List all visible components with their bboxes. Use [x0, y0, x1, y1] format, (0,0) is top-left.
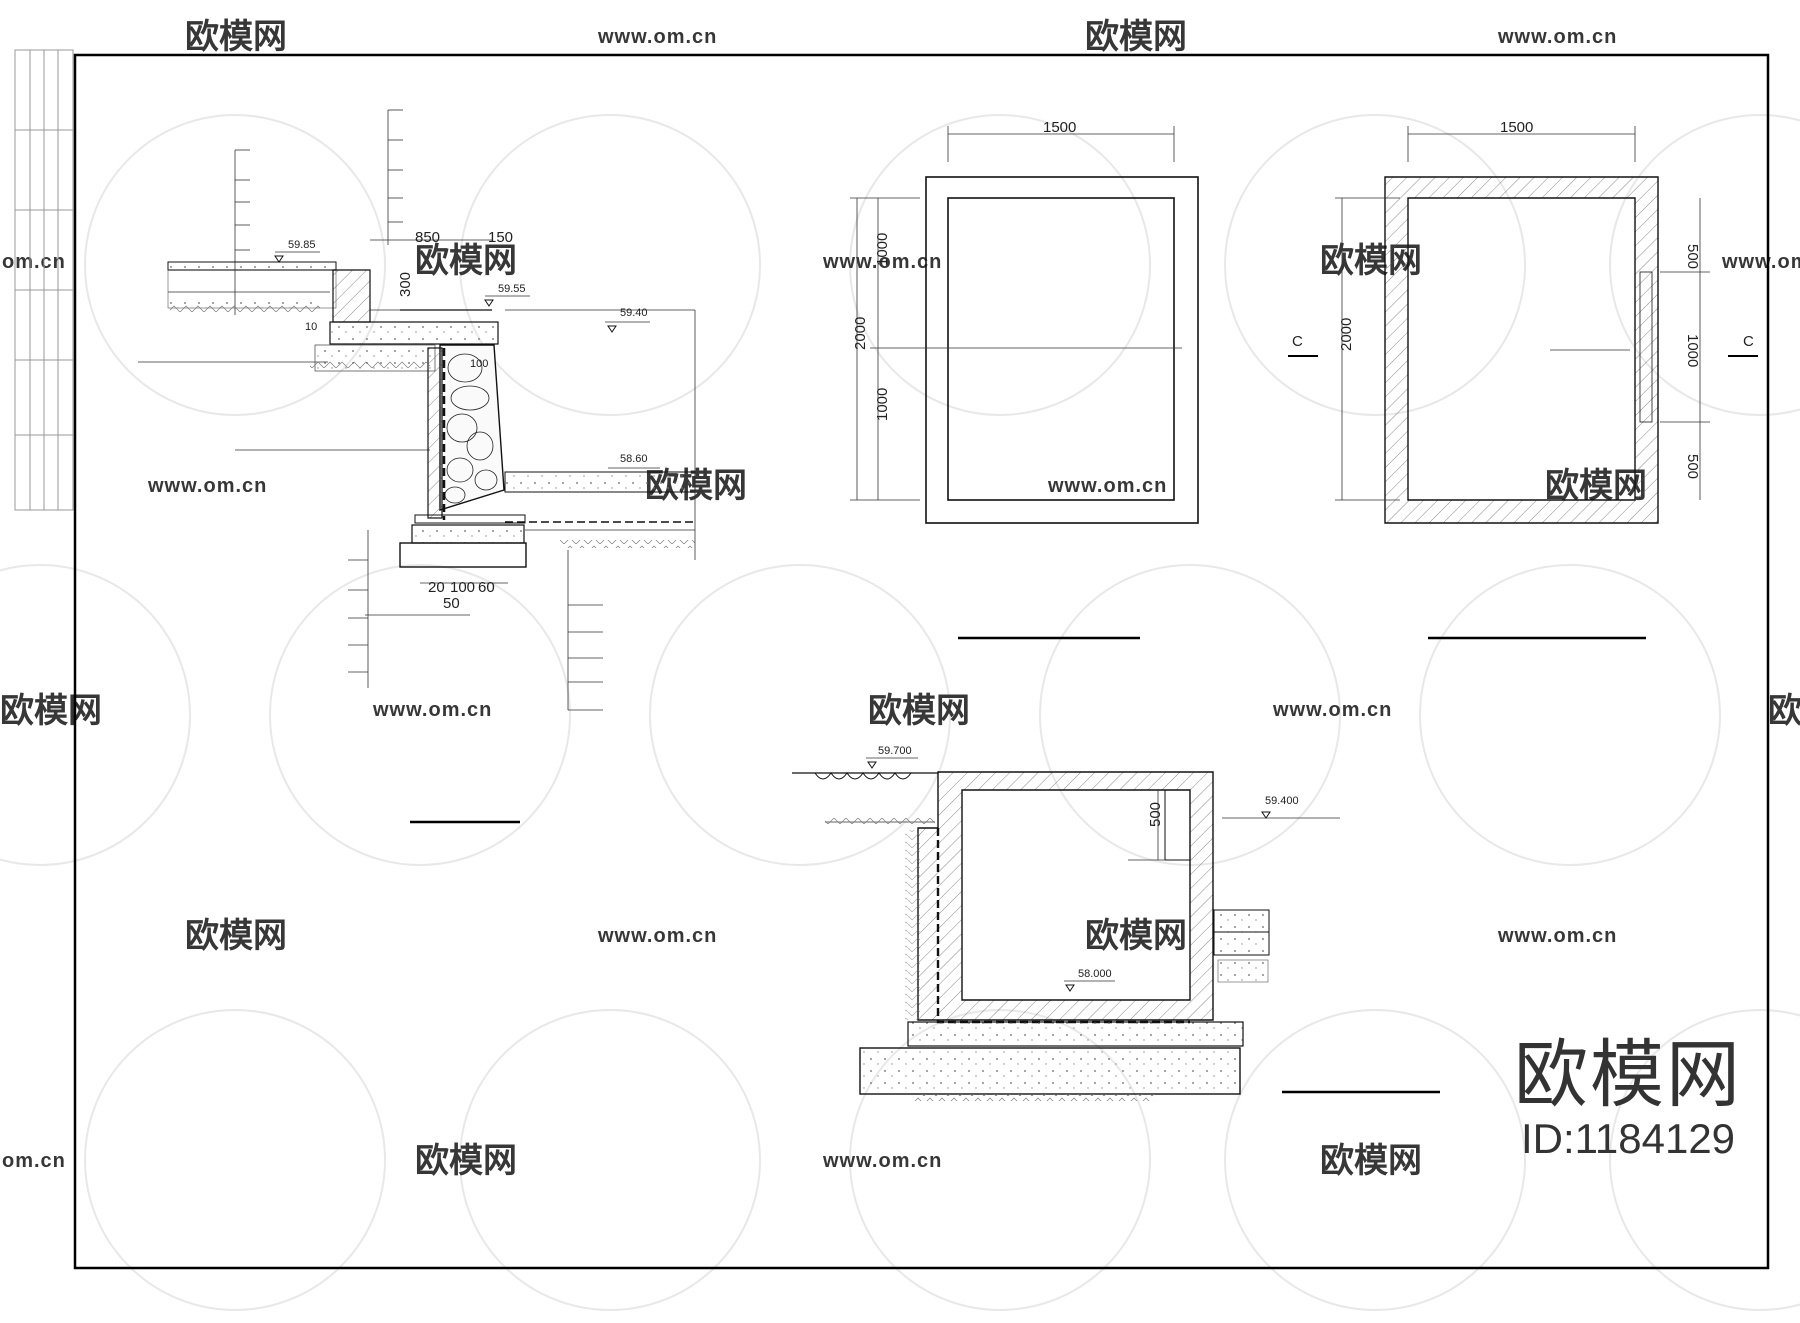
plan-a-height: 2000 [852, 317, 869, 350]
plan-b-overflow [1639, 271, 1653, 423]
watermark-brand: 欧模网 [1768, 692, 1800, 730]
tank-foundation [859, 1047, 1241, 1095]
upper-paving [167, 261, 337, 271]
dim-footing-1: 20 [428, 579, 445, 596]
brand-name: 欧模网 [1514, 1032, 1742, 1118]
model-id: ID:1184129 [1520, 1115, 1736, 1162]
watermark-brand: 欧模网 [1085, 917, 1187, 955]
elev-58-60: 58.60 [620, 453, 648, 465]
watermark-url: www.om.cn [597, 925, 717, 947]
watermark-url: om.cn [2, 251, 66, 273]
coping-slab [329, 321, 499, 345]
leader-lines [138, 109, 603, 711]
watermark-brand: 欧模网 [1320, 1142, 1422, 1180]
plan-a-upper: 1000 [874, 233, 891, 266]
watermark-url: www.om.cn [1272, 699, 1392, 721]
watermark-url: www.om.cn [822, 251, 942, 273]
plan-view-a: 1500 2000 1000 1000 [850, 119, 1199, 640]
tank-wall [917, 771, 1214, 1021]
watermark-url: www.om.cn [822, 1150, 942, 1172]
dim-850: 850 [415, 229, 440, 246]
watermark-brand: 欧模网 [185, 18, 287, 56]
elev-59-700: 59.700 [878, 745, 912, 757]
plan-a-lower: 1000 [874, 388, 891, 421]
dim-footing-4: 50 [443, 595, 460, 612]
watermark-brand: 欧模网 [415, 242, 517, 280]
elevation-marks: 59.85 59.55 59.40 58.60 [274, 239, 660, 469]
dim-footing-2: 100 [450, 579, 475, 596]
plan-a-width: 1500 [1043, 119, 1076, 136]
plan-b-mid: 1000 [1684, 334, 1701, 367]
watermark-url: www.om.cn [1721, 251, 1800, 273]
tank-base-slab [907, 1021, 1244, 1047]
dim-100: 100 [470, 358, 488, 370]
tank-dim-500: 500 [1147, 802, 1164, 827]
dim-10: 10 [305, 321, 317, 333]
watermark-brand: 欧模网 [868, 692, 970, 730]
drawing-border [73, 53, 1770, 1270]
elev-59-55: 59.55 [498, 283, 526, 295]
sheet-frame [14, 49, 1770, 1270]
section-mark-right: C [1743, 333, 1754, 350]
brand-badge: 欧模网 ID:1184129 [1514, 1035, 1742, 1163]
plan-b-height: 2000 [1338, 318, 1355, 351]
watermark-brand: 欧模网 [415, 1142, 517, 1180]
plan-b-width: 1500 [1500, 119, 1533, 136]
watermark-brand: 欧模网 [1545, 467, 1647, 505]
watermark-url: www.om.cn [372, 699, 492, 721]
elev-59-85: 59.85 [288, 239, 316, 251]
plan-a-outer [925, 176, 1199, 524]
section-mark-left: C [1292, 333, 1303, 350]
dim-300: 300 [397, 272, 414, 297]
pond-bottom [504, 471, 696, 493]
elev-59-400: 59.400 [1265, 795, 1299, 807]
watermark-url: www.om.cn [1497, 26, 1617, 48]
footing-base [399, 542, 527, 568]
tank-section: 500 59.700 59.400 58.000 [792, 745, 1440, 1101]
watermark-url: www.om.cn [1497, 925, 1617, 947]
watermark-brand: 欧模网 [185, 917, 287, 955]
watermark-url: www.om.cn [147, 475, 267, 497]
watermark-brand: 欧模网 [1085, 18, 1187, 56]
retaining-wall-section: 850 150 300 100 10 20 100 60 50 59.85 59… [138, 109, 696, 824]
coping-block [332, 269, 371, 323]
elev-58-000: 58.000 [1078, 968, 1112, 980]
dim-150: 150 [488, 229, 513, 246]
plan-b-wall [1384, 176, 1659, 524]
plan-a-inner [947, 197, 1175, 501]
plan-view-b: 1500 2000 500 1000 500 C C [1288, 119, 1758, 640]
plan-b-top: 500 [1684, 244, 1701, 269]
watermark-url: www.om.cn [597, 26, 717, 48]
plan-b-bottom: 500 [1684, 454, 1701, 479]
watermark-url: www.om.cn [1047, 475, 1167, 497]
dim-footing-3: 60 [478, 579, 495, 596]
watermark-url: om.cn [2, 1150, 66, 1172]
elev-59-40: 59.40 [620, 307, 648, 319]
watermark-brand: 欧模网 [0, 692, 102, 730]
footing-upper [411, 524, 525, 544]
